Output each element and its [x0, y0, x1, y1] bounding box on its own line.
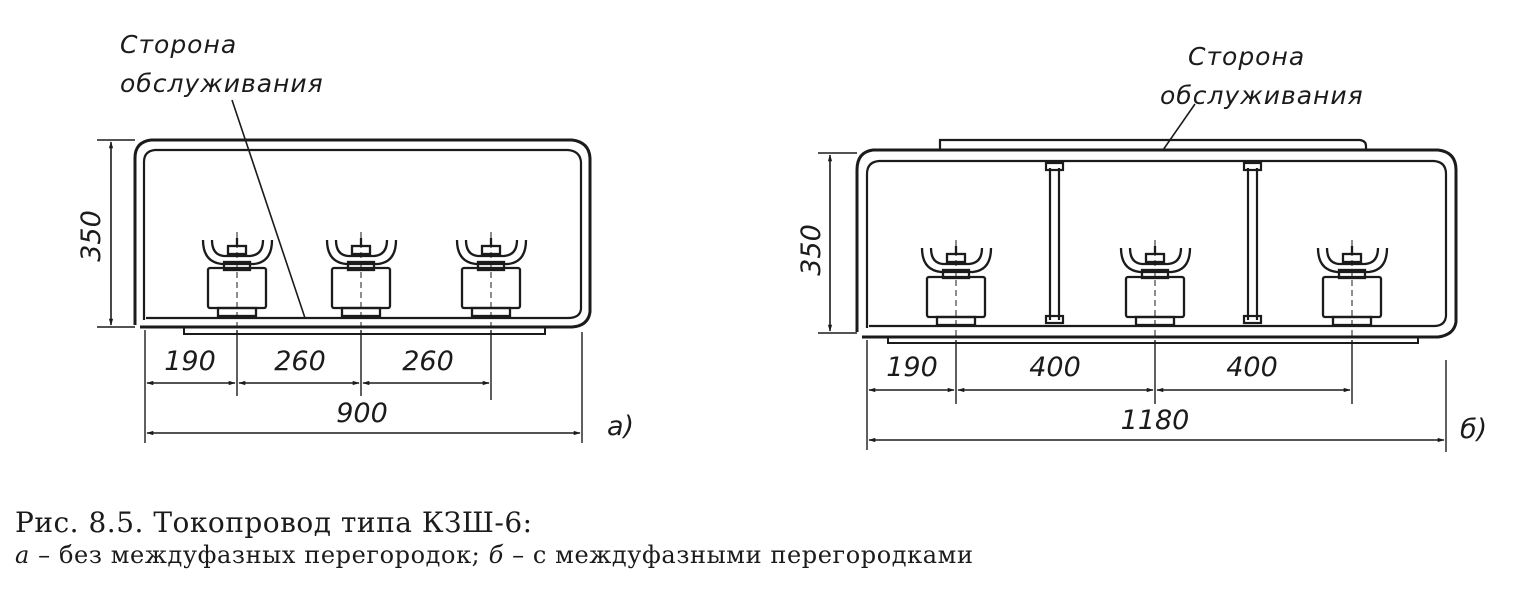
service-side-label-b-line2: обслуживания — [1160, 81, 1364, 110]
service-side-label-b-line1: Сторона — [1188, 42, 1305, 71]
service-side-label-a-line2: обслуживания — [120, 69, 324, 98]
extension-lines-b — [818, 152, 1447, 452]
leader-line-a — [231, 99, 306, 319]
drawing-tag-b: б) — [1460, 414, 1487, 445]
phase-partition-1 — [1044, 161, 1065, 325]
spacing-dimension-a3: 260 — [402, 346, 454, 377]
axis-lines-a — [236, 232, 492, 330]
spacing-dimension-b3: 400 — [1226, 352, 1278, 383]
spacing-dimension-a2: 260 — [274, 346, 326, 377]
caption-title: Рис. 8.5. Токопровод типа КЗШ-6: — [15, 506, 533, 539]
drawing-a — [97, 99, 592, 443]
spacing-dimension-b2: 400 — [1029, 352, 1081, 383]
caption-part-b-text: – с междуфазными перегородками — [503, 541, 974, 569]
caption-subtitle: а – без междуфазных перегородок; б – с м… — [15, 541, 974, 569]
dimension-lines-a — [108, 141, 581, 436]
service-side-label-a-line1: Сторона — [120, 30, 237, 59]
spacing-dimension-a1: 190 — [164, 346, 216, 377]
drawing-tag-a: а) — [607, 411, 634, 442]
total-width-dimension-a: 900 — [336, 398, 388, 429]
caption-part-b-letter: б — [488, 541, 504, 569]
leader-line-b — [1162, 103, 1196, 151]
phase-partition-2 — [1242, 161, 1263, 325]
enclosure-a — [133, 138, 592, 335]
figure-caption: Рис. 8.5. Токопровод типа КЗШ-6: а – без… — [15, 506, 974, 569]
caption-part-a-letter: а — [15, 541, 30, 569]
total-width-dimension-b: 1180 — [1121, 405, 1190, 436]
caption-part-a-text: – без междуфазных перегородок; — [29, 541, 489, 569]
technical-drawing: Сторона обслуживания 350 190 260 260 900… — [76, 30, 1487, 452]
height-dimension-a: 350 — [76, 210, 107, 262]
spacing-dimension-b1: 190 — [886, 352, 938, 383]
axis-lines-b — [955, 240, 1353, 340]
height-dimension-b: 350 — [796, 224, 827, 276]
drawing-b — [818, 103, 1458, 452]
enclosure-b — [855, 138, 1458, 344]
dimension-lines-b — [827, 154, 1445, 443]
insulator-b2 — [1119, 246, 1192, 327]
extension-lines-a — [97, 139, 583, 443]
